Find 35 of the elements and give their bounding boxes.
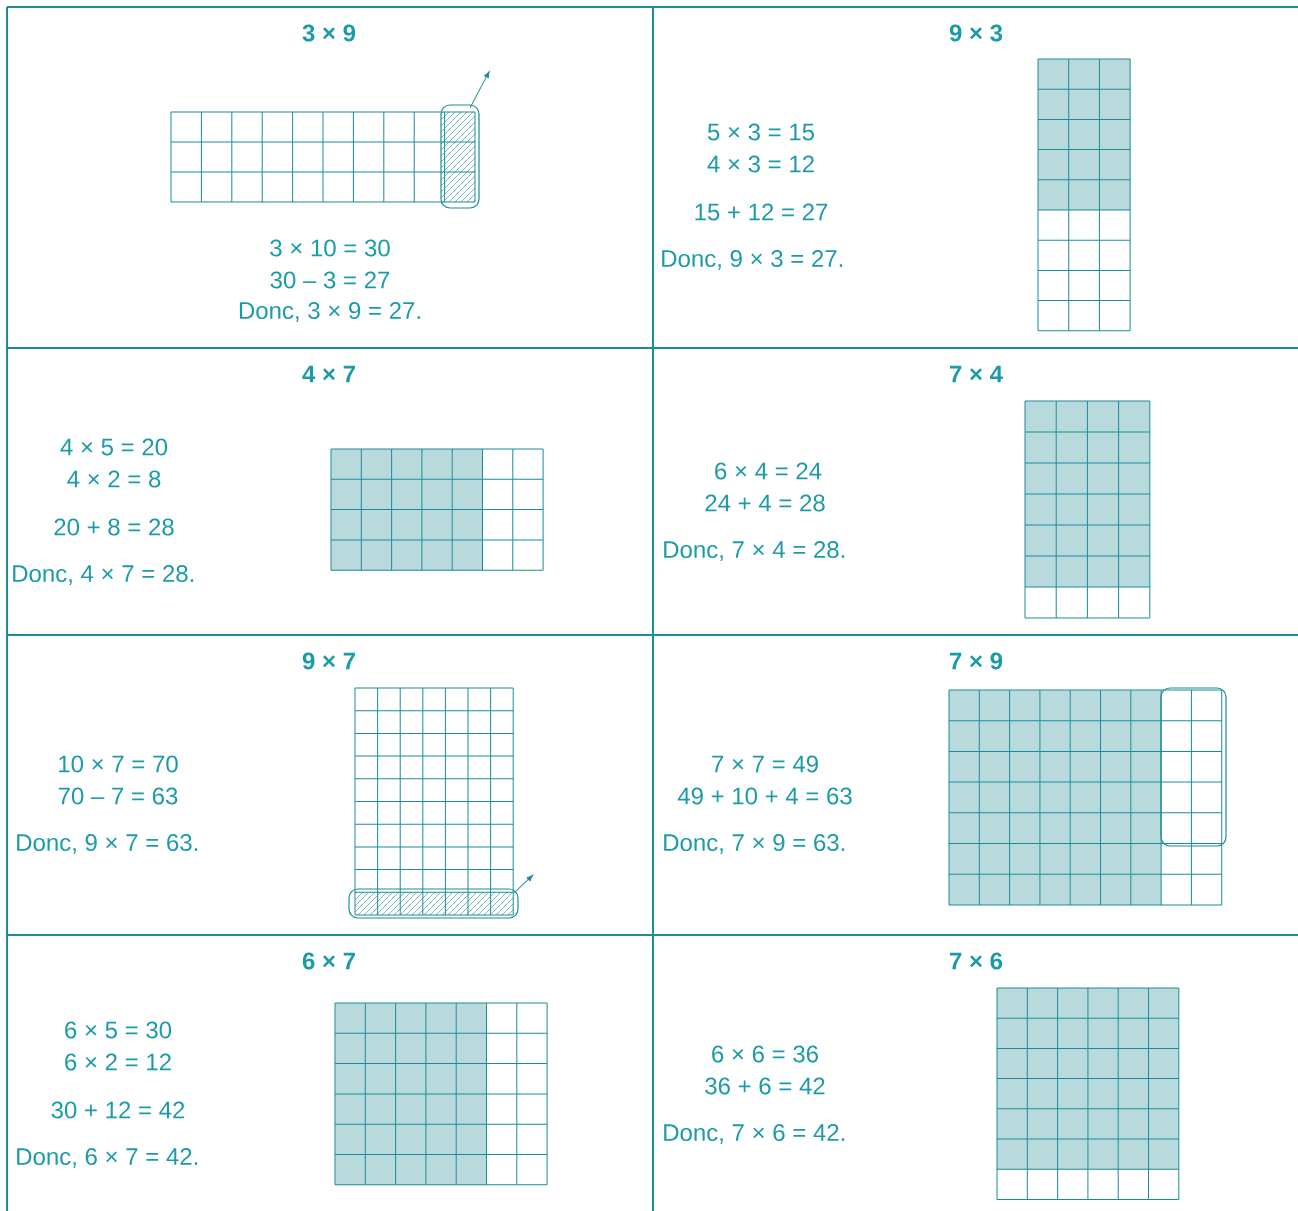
- cell-title: 7 × 9: [950, 652, 1003, 670]
- equation: 4 × 5 = 20: [60, 438, 168, 456]
- equation: Donc, 6 × 7 = 42.: [17, 1148, 198, 1168]
- equation: 36 + 6 = 42: [705, 1077, 825, 1095]
- equation: Donc, 7 × 4 = 28.: [664, 541, 845, 561]
- equation: 4 × 2 = 8: [67, 470, 161, 488]
- equation: 30 – 3 = 27: [270, 271, 390, 289]
- cell-title: 9 × 3: [949, 24, 1003, 42]
- equation: 24 + 4 = 28: [705, 494, 825, 512]
- equation: Donc, 9 × 3 = 27.: [662, 250, 843, 270]
- cell-title: 3 × 9: [302, 24, 356, 42]
- cell-title: 7 × 6: [950, 952, 1003, 970]
- cell-title: 9 × 7: [302, 652, 355, 670]
- equation: 3 × 10 = 30: [270, 239, 390, 257]
- equation: Donc, 3 × 9 = 27.: [239, 302, 420, 322]
- equation: Donc, 7 × 9 = 63.: [664, 834, 845, 854]
- equation: 5 × 3 = 15: [707, 123, 815, 141]
- equation: 6 × 6 = 36: [712, 1045, 818, 1063]
- equation: 70 – 7 = 63: [58, 787, 178, 805]
- equation: 6 × 2 = 12: [65, 1053, 171, 1071]
- cell-title: 7 × 4: [950, 365, 1003, 383]
- equation: 49 + 10 + 4 = 63: [677, 787, 852, 805]
- equation: 6 × 5 = 30: [65, 1021, 172, 1039]
- cell-title: 4 × 7: [302, 365, 355, 383]
- equation: Donc, 7 × 6 = 42.: [664, 1124, 845, 1144]
- equation: 10 × 7 = 70: [59, 755, 178, 773]
- equation: Donc, 9 × 7 = 63.: [17, 834, 198, 854]
- equation: 15 + 12 = 27: [695, 203, 828, 221]
- equation: 30 + 12 = 42: [51, 1101, 185, 1119]
- equation: 4 × 3 = 12: [707, 155, 814, 173]
- cell-title: 6 × 7: [302, 952, 355, 970]
- equation: Donc, 4 × 7 = 28.: [13, 565, 194, 585]
- equation: 20 + 8 = 28: [54, 518, 174, 536]
- equation: 7 × 7 = 49: [712, 755, 818, 773]
- equation: 6 × 4 = 24: [715, 462, 822, 480]
